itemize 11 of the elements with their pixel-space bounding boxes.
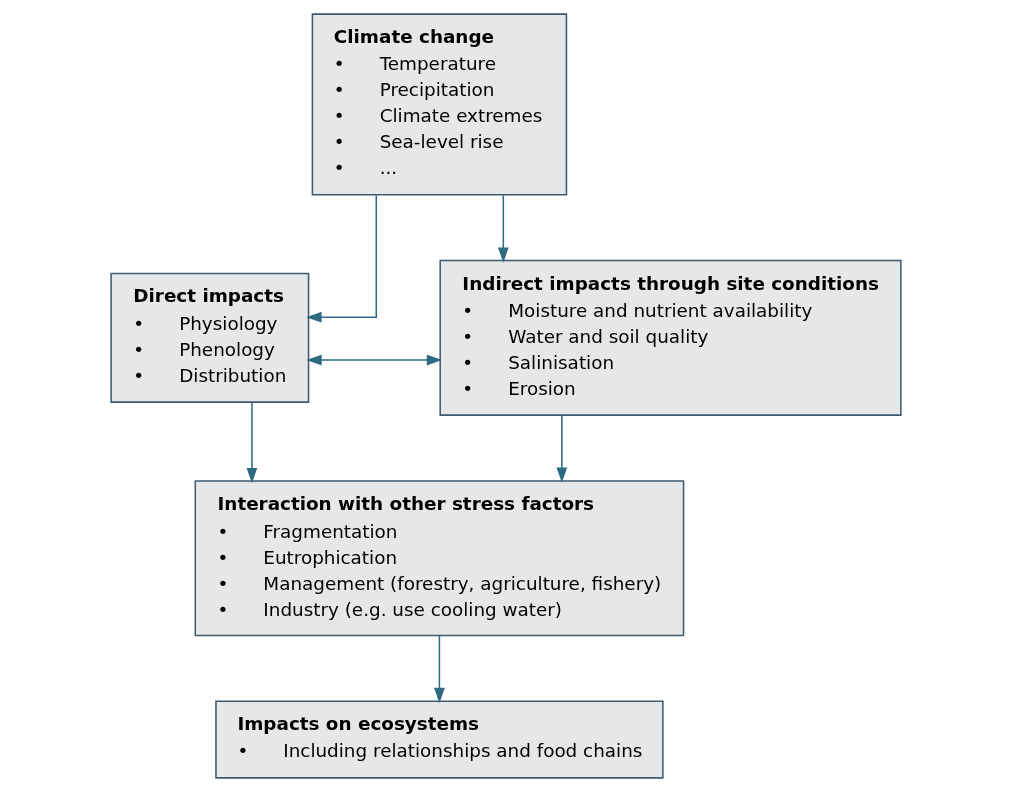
- arrow: [305, 194, 377, 323]
- arrow: [433, 634, 445, 704]
- arrow: [556, 414, 567, 483]
- arrow: [305, 354, 442, 366]
- arrow: [246, 401, 257, 484]
- arrow: [497, 194, 509, 263]
- node-box: Direct impacts • Physiology • Phenology • Distribution: [109, 272, 309, 403]
- node-box: Climate change • Temperature • Precipitation • Climate extremes • Sea-level rise • ...: [311, 13, 567, 196]
- node-box: Interaction with other stress factors • Fragmentation • Eutrophication • Management (forestry, agriculture, fishery) • Industry (e.g. use cooling water): [194, 480, 684, 637]
- node-box: Impacts on ecosystems • Including relationships and food chains: [214, 700, 664, 779]
- node-box: Indirect impacts through site conditions • Moisture and nutrient availability • Water and soil quality • Salinisation • Erosion: [438, 259, 902, 416]
